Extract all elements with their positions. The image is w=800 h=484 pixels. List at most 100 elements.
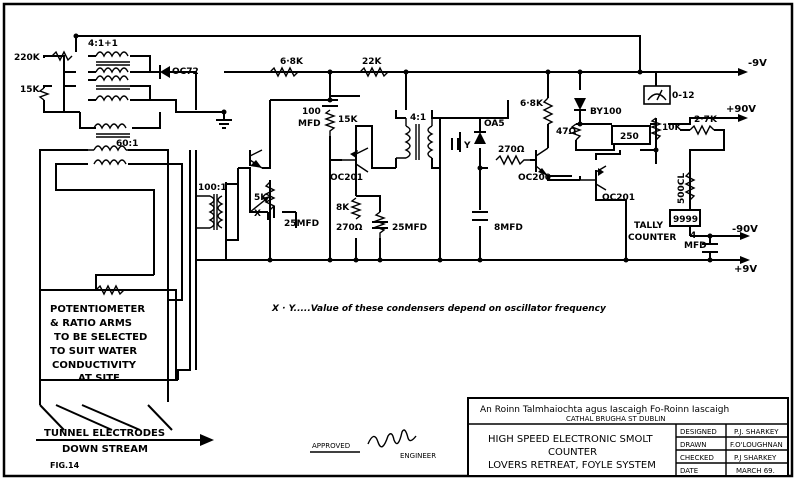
potentiometer-text: POTENTIOMETER & RATIO ARMS TO BE SELECTE… xyxy=(50,304,147,384)
resistor-270 xyxy=(374,211,386,238)
label-8mfd: 8MFD xyxy=(494,223,523,233)
diode-oa5 xyxy=(474,131,486,144)
cap-4mfd xyxy=(702,243,718,253)
box-250 xyxy=(611,125,651,145)
label-4mfd-b: MFD xyxy=(684,241,707,251)
transformer-60-1 xyxy=(88,123,130,166)
cap-y xyxy=(451,138,459,150)
label-minus-9v: -9V xyxy=(748,58,767,69)
label-250: 250 xyxy=(620,132,639,142)
row-designed-key: DESIGNED xyxy=(680,428,717,436)
electrodes-line-2: DOWN STREAM xyxy=(62,444,148,455)
label-100-1: 100:1 xyxy=(198,183,227,193)
electrode-arrow xyxy=(200,434,214,446)
resistor-10k xyxy=(650,117,662,150)
label-plus-9v: +9V xyxy=(734,264,757,275)
label-100mfd-a: 100 xyxy=(302,107,321,117)
resistor-pot-block xyxy=(95,284,168,296)
engineer-signature xyxy=(367,429,417,448)
label-22k: 22K xyxy=(362,57,383,67)
title-line-3: LOVERS RETREAT, FOYLE SYSTEM xyxy=(488,460,656,471)
label-x: X xyxy=(254,209,261,219)
component-labels: 220K 15K 4:1+1 OC72 6·8K 22K -9V 60:1 10… xyxy=(14,39,767,275)
label-meter: 0-12 xyxy=(672,91,695,101)
title-line-2: COUNTER xyxy=(548,447,597,458)
transformer-4-1-1 xyxy=(88,51,150,102)
pot-line-2: & RATIO ARMS xyxy=(50,318,132,329)
transistor-oc200 xyxy=(535,147,549,177)
row-date-value: MARCH 69. xyxy=(736,467,775,475)
resistor-220k xyxy=(51,50,73,62)
condenser-note: X · Y.....Value of these condensers depe… xyxy=(271,304,607,314)
diode-oc72 xyxy=(159,65,188,79)
resistor-6-8k-top xyxy=(269,66,310,78)
label-25mfd-a: 25MFD xyxy=(284,219,319,229)
label-counter: COUNTER xyxy=(628,233,676,243)
label-oc201-b: OC201 xyxy=(602,193,635,203)
resistor-22k xyxy=(359,66,389,78)
row-drawn-value: F.O'LOUGHNAN xyxy=(730,441,783,449)
label-10k: 10K xyxy=(662,123,683,133)
transistor-stage1 xyxy=(238,149,263,188)
cap-8mfd xyxy=(472,211,488,221)
junction-dots xyxy=(73,33,713,263)
label-270-b: 270Ω xyxy=(498,145,525,155)
label-4-1-1: 4:1+1 xyxy=(88,39,118,49)
label-oc72: OC72 xyxy=(172,67,199,77)
engineer-label: ENGINEER xyxy=(400,452,436,460)
label-47: 47Ω xyxy=(556,127,577,137)
label-6-8k-right: 6·8K xyxy=(520,99,544,109)
cap-25mfd-a xyxy=(267,206,275,220)
resistor-15k-mid xyxy=(324,109,336,136)
cap-25mfd-b xyxy=(372,221,388,229)
resistor-47 xyxy=(570,123,582,141)
meter-box xyxy=(643,85,671,105)
resistor-270-b xyxy=(495,154,530,166)
label-500cl: 500CL xyxy=(677,173,687,204)
label-100mfd-b: MFD xyxy=(298,119,321,129)
row-drawn-key: DRAWN xyxy=(680,441,707,449)
ground-symbol xyxy=(216,119,232,129)
label-60-1: 60:1 xyxy=(116,139,138,149)
label-y: Y xyxy=(463,141,471,151)
label-tally-count: 9999 xyxy=(673,215,698,225)
label-270: 270Ω xyxy=(336,223,363,233)
meter-arc xyxy=(647,93,667,101)
label-15k-mid: 15K xyxy=(338,115,359,125)
title-address: CATHAL BRUGHA ST DUBLIN xyxy=(566,415,666,423)
transformer-4-1 xyxy=(396,118,434,160)
figure-number: FIG.14 xyxy=(50,461,80,470)
resistor-6-8k-right xyxy=(542,97,554,125)
title-block: An Roinn Talmhaiochta agus Iascaigh Fo-R… xyxy=(467,397,789,477)
label-4mfd-a: 4 xyxy=(690,231,696,241)
row-designed-value: P.J. SHARKEY xyxy=(734,428,779,436)
label-220k: 220K xyxy=(14,53,41,63)
label-oa5: OA5 xyxy=(484,119,505,129)
cap-100mfd xyxy=(322,99,338,107)
diode-by100 xyxy=(574,98,586,111)
potentiometer-block xyxy=(39,289,177,381)
approved-label: APPROVED xyxy=(312,442,350,450)
pot-line-5: CONDUCTIVITY xyxy=(52,360,137,371)
label-oc201-a: OC201 xyxy=(330,173,363,183)
pot-line-3: TO BE SELECTED xyxy=(54,332,147,343)
pot-line-6: AT SITE xyxy=(78,373,120,384)
transformer-100-1 xyxy=(196,194,224,230)
resistor-8k xyxy=(350,197,362,220)
sheet-border xyxy=(2,2,794,478)
capacitors xyxy=(225,99,718,253)
label-minus-90v: -90V xyxy=(732,224,758,235)
resistor-15k-left xyxy=(38,87,50,101)
row-checked-value: P.J SHARKEY xyxy=(734,454,777,462)
label-6-8k-top: 6·8K xyxy=(280,57,304,67)
transistor-oc201-a xyxy=(342,147,369,173)
label-15k-left: 15K xyxy=(20,85,41,95)
label-tally: TALLY xyxy=(634,221,663,231)
label-25mfd-b: 25MFD xyxy=(392,223,427,233)
label-4-1: 4:1 xyxy=(410,113,426,123)
resistor-500cl xyxy=(684,171,696,201)
label-2-7k: 2·7K xyxy=(694,115,718,125)
label-by100: BY100 xyxy=(590,107,622,117)
transistor-oc201-b xyxy=(580,165,607,191)
